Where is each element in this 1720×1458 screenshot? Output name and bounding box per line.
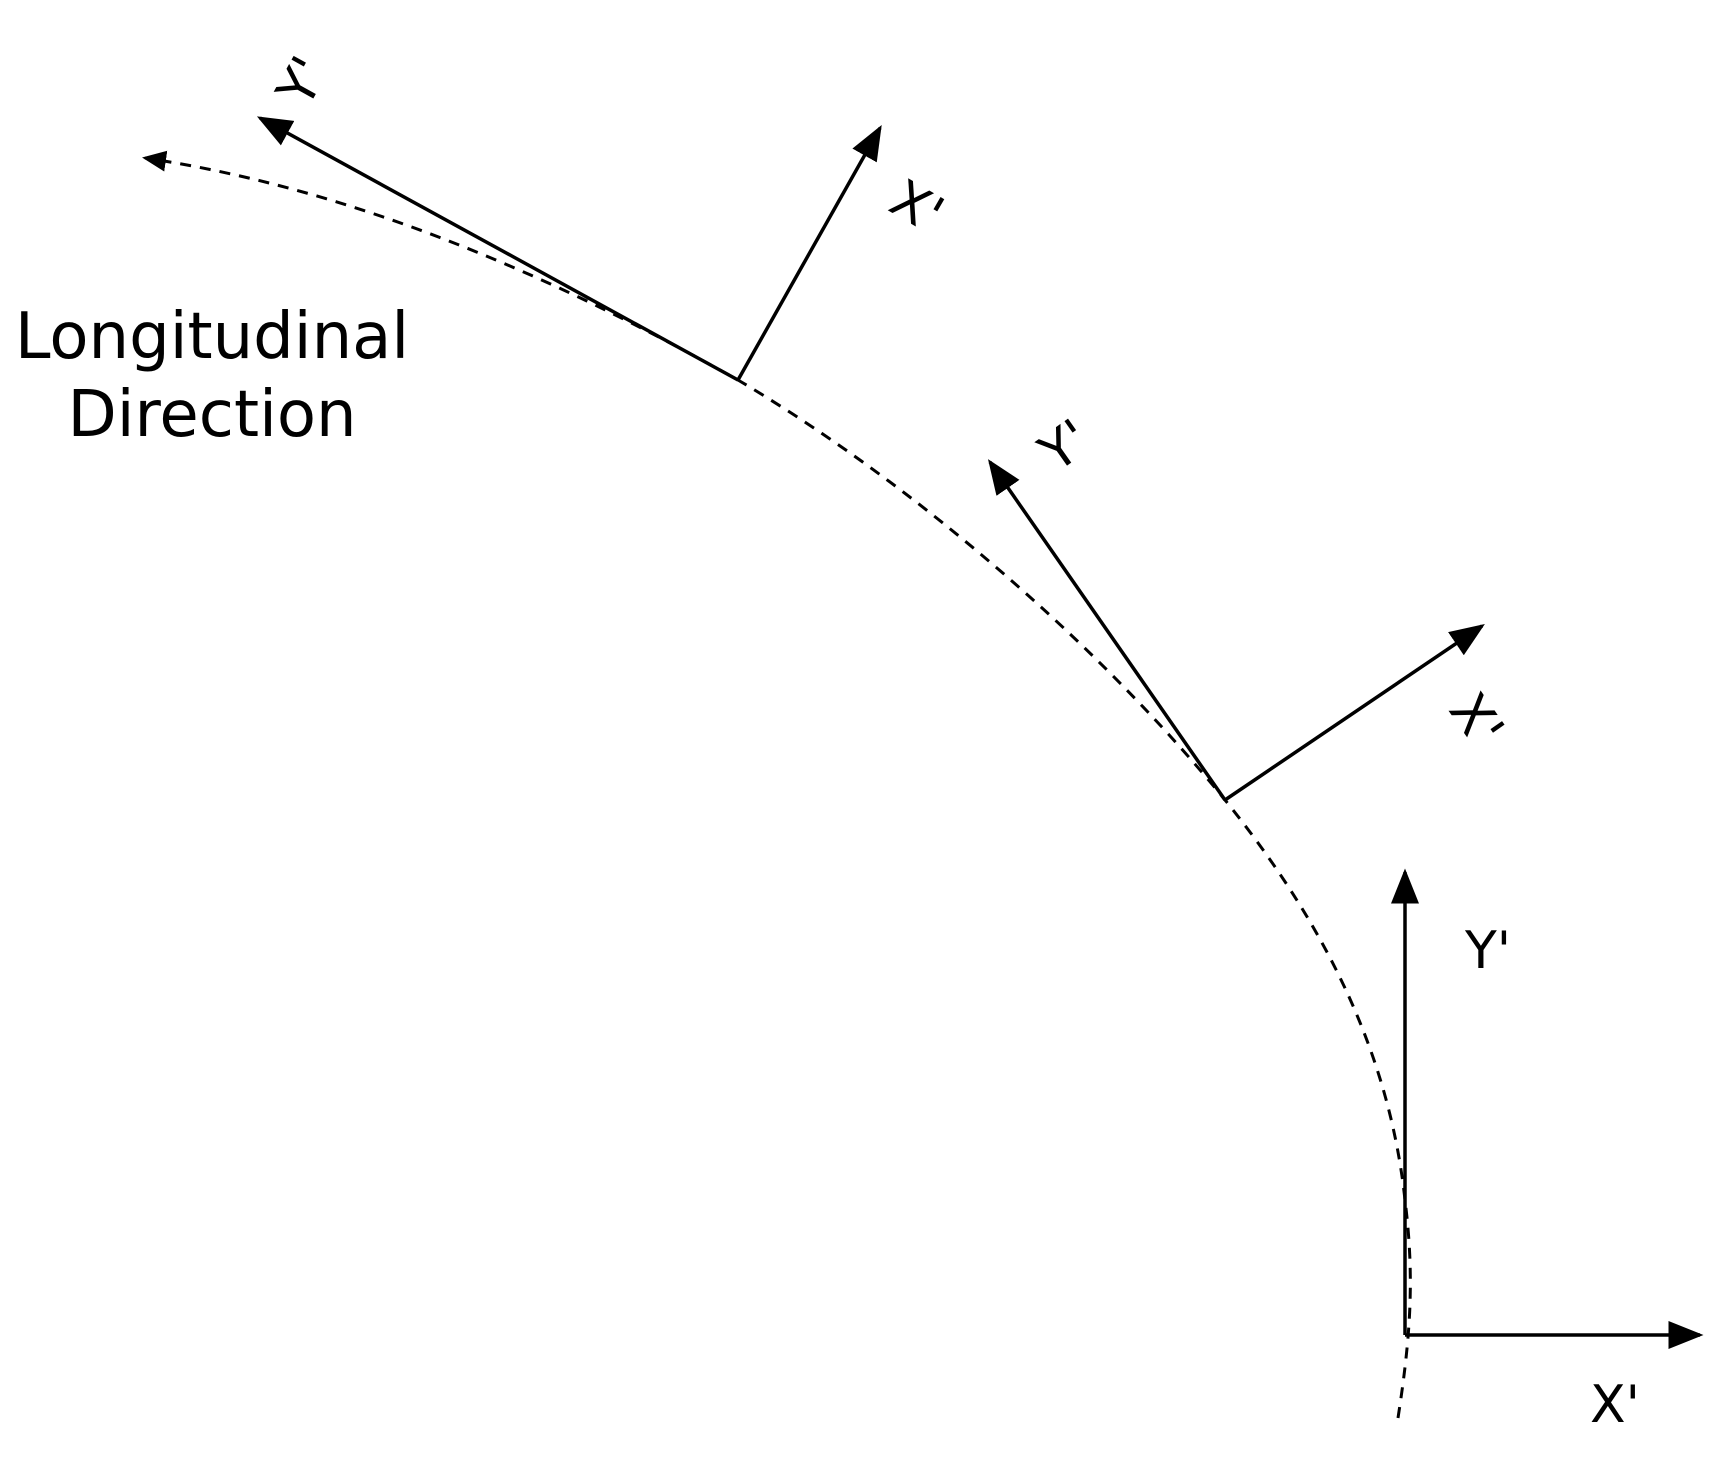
longitudinal-label-line2: Direction: [67, 378, 356, 452]
frame-middle: Y' X': [988, 408, 1515, 802]
longitudinal-label-line1: Longitudinal: [15, 300, 409, 374]
frame-top-x-label: X': [880, 169, 953, 246]
frame-middle-x-axis: [1224, 624, 1485, 802]
frame-top-y-label: Y': [265, 47, 340, 117]
longitudinal-curve: [142, 150, 1412, 1419]
frame-top-x-axis: [736, 124, 882, 381]
frame-bottom: Y' X': [1391, 868, 1704, 1435]
frame-middle-y-label: Y': [1028, 408, 1101, 484]
longitudinal-direction-label: Longitudinal Direction: [15, 300, 409, 452]
frame-middle-x-label: X': [1437, 683, 1515, 758]
frame-bottom-x-label: X': [1590, 1375, 1640, 1435]
frame-top-y-axis: [256, 116, 739, 382]
frame-bottom-y-label: Y': [1464, 921, 1511, 981]
frame-middle-y-axis: [988, 459, 1227, 801]
